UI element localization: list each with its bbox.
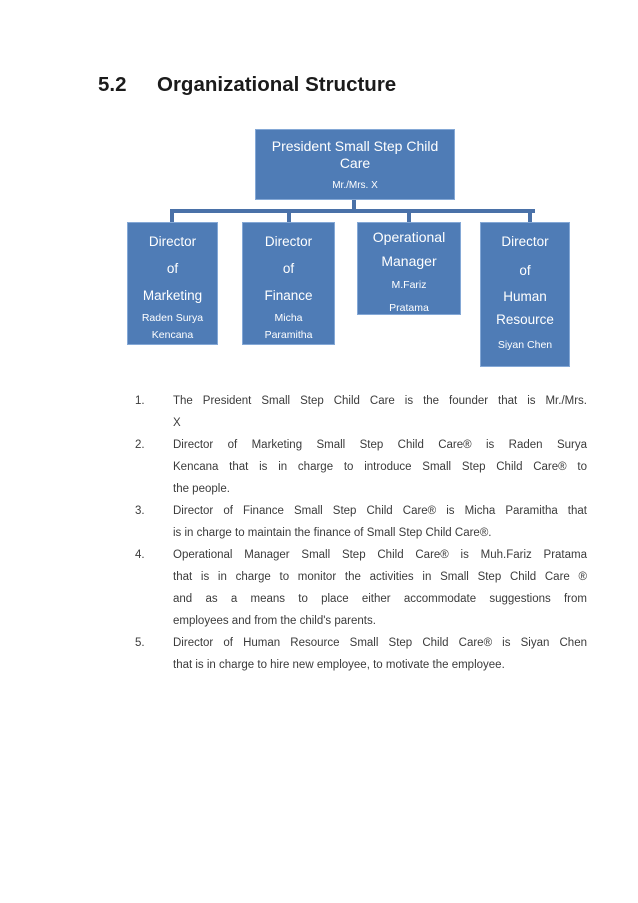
connector-line bbox=[287, 211, 291, 222]
list-number: 3. bbox=[135, 505, 145, 517]
list-line: and as a means to place either accommoda… bbox=[173, 593, 587, 605]
org-box-title: Finance bbox=[264, 288, 313, 303]
org-box-president: President Small Step Child Care Mr./Mrs.… bbox=[255, 129, 455, 200]
connector-line bbox=[528, 211, 532, 222]
list-line: Kencana that is in charge to introduce S… bbox=[173, 461, 587, 473]
org-box-name: Paramitha bbox=[264, 329, 313, 341]
org-box-title: Marketing bbox=[142, 288, 203, 303]
list-item-5: 5. Director of Human Resource Small Step… bbox=[135, 632, 587, 676]
list-line: that is in charge to hire new employee, … bbox=[173, 659, 505, 671]
list-item-3: 3. Director of Finance Small Step Child … bbox=[135, 500, 587, 544]
section-title: Organizational Structure bbox=[157, 73, 397, 96]
org-box-title: Manager bbox=[381, 253, 437, 269]
org-box-human-resource: Director of Human Resource Siyan Chen bbox=[480, 222, 570, 367]
org-box-title: President Small Step Child Care bbox=[271, 138, 439, 171]
list-line: Operational Manager Small Step Child Car… bbox=[173, 549, 587, 561]
org-box-title: Director bbox=[264, 234, 313, 249]
list-line: Director of Human Resource Small Step Ch… bbox=[173, 637, 587, 649]
connector-line bbox=[352, 200, 356, 211]
org-box-name: Pratama bbox=[389, 302, 429, 314]
list-line: that is in charge to monitor the activit… bbox=[173, 571, 587, 583]
connector-line bbox=[170, 209, 535, 213]
connector-line bbox=[407, 211, 411, 222]
org-box-name: Siyan Chen bbox=[497, 339, 553, 351]
list-item-2: 2. Director of Marketing Small Step Chil… bbox=[135, 434, 587, 500]
list-line: Director of Finance Small Step Child Car… bbox=[173, 505, 587, 517]
org-box-marketing: Director of Marketing Raden Surya Kencan… bbox=[127, 222, 218, 345]
org-box-operational: Operational Manager M.Fariz Pratama bbox=[357, 222, 461, 315]
org-box-title: Operational bbox=[372, 229, 446, 245]
org-box-name: Raden Surya bbox=[141, 312, 204, 324]
org-box-title: of bbox=[282, 261, 295, 276]
org-box-title: of bbox=[166, 261, 179, 276]
org-box-title: Resource bbox=[496, 312, 554, 327]
org-box-finance: Director of Finance Micha Paramitha bbox=[242, 222, 335, 345]
org-box-title: Director bbox=[501, 234, 549, 249]
list-line: is in charge to maintain the finance of … bbox=[173, 527, 492, 539]
list-number: 1. bbox=[135, 395, 145, 407]
org-box-name: Kencana bbox=[151, 329, 194, 341]
org-box-name: M.Fariz bbox=[391, 279, 427, 291]
org-box-title: of bbox=[519, 263, 531, 278]
list-line: Director of Marketing Small Step Child C… bbox=[173, 439, 587, 451]
list-number: 5. bbox=[135, 637, 145, 649]
section-number: 5.2 bbox=[98, 73, 127, 96]
org-box-name: Micha bbox=[274, 312, 303, 324]
list-line: The President Small Step Child Care is t… bbox=[173, 395, 587, 407]
list-line: employees and from the child's parents. bbox=[173, 615, 376, 627]
list-number: 4. bbox=[135, 549, 145, 561]
org-box-title: Human bbox=[503, 289, 547, 304]
org-box-title: Director bbox=[148, 234, 197, 249]
section-heading: 5.2 Organizational Structure bbox=[98, 73, 396, 97]
list-item-1: 1. The President Small Step Child Care i… bbox=[135, 390, 587, 434]
list-number: 2. bbox=[135, 439, 145, 451]
org-box-name: Mr./Mrs. X bbox=[332, 180, 378, 191]
list-line: the people. bbox=[173, 483, 230, 495]
connector-line bbox=[170, 211, 174, 222]
list-item-4: 4. Operational Manager Small Step Child … bbox=[135, 544, 587, 632]
role-list: 1. The President Small Step Child Care i… bbox=[135, 390, 587, 676]
list-line: X bbox=[173, 417, 181, 429]
